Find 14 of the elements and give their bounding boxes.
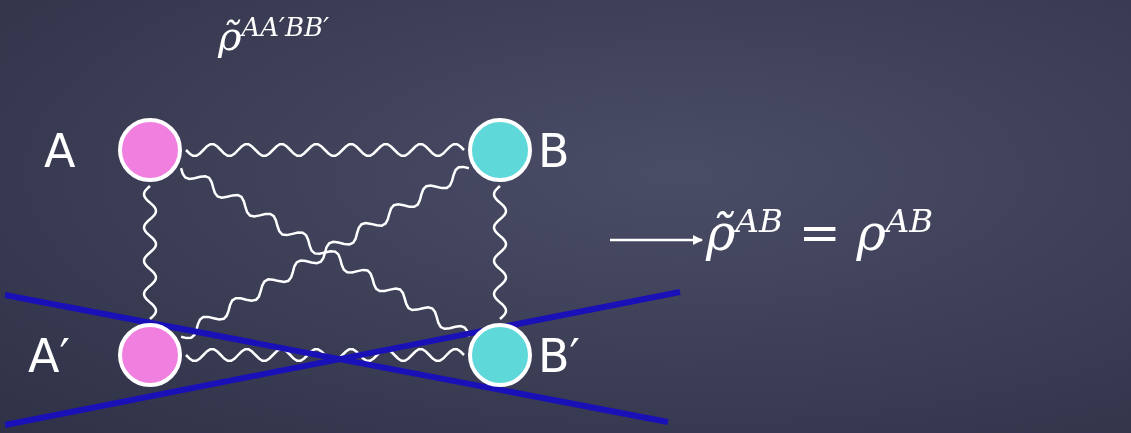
arrow (610, 235, 703, 245)
node-label: A (44, 128, 76, 174)
wavy-line (492, 185, 508, 320)
wavy-line (185, 348, 465, 362)
wavy-line (185, 143, 465, 157)
circle-node (118, 323, 182, 387)
node-label: B′ (538, 333, 580, 379)
circle-node (118, 118, 182, 182)
circle-node (468, 323, 532, 387)
node-label: B (538, 128, 570, 174)
wavy-line (142, 185, 158, 320)
circle-node (468, 118, 532, 182)
node-label: A′ (28, 333, 70, 379)
formula-label: ρ̃$^{AA′BB′}$ (218, 14, 330, 57)
